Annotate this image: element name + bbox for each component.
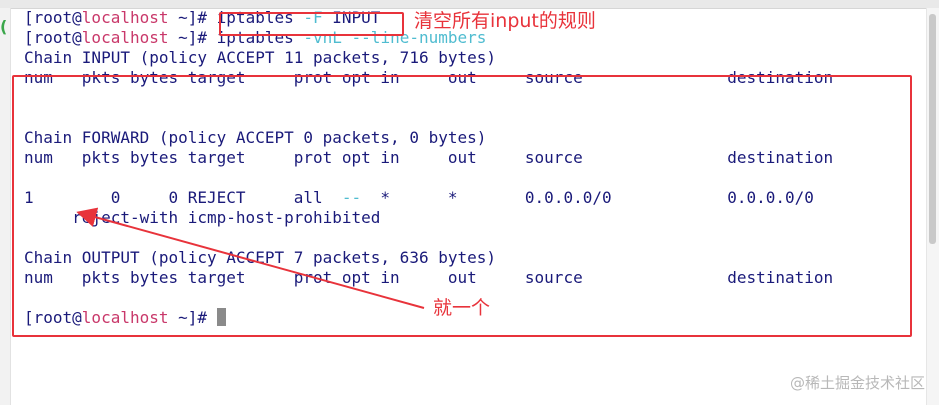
terminal-line: num pkts bytes target prot opt in out so… xyxy=(24,148,833,168)
terminal-text: ~]# xyxy=(168,308,217,327)
command-option: -vnL --line-numbers xyxy=(303,28,487,47)
terminal-text: num pkts bytes target prot opt in out so… xyxy=(24,268,834,287)
prompt-hostname: localhost xyxy=(81,308,169,327)
left-gutter: ( xyxy=(0,8,11,405)
terminal-text: 1 0 0 REJECT all xyxy=(24,188,342,207)
scrollbar-thumb[interactable] xyxy=(929,14,936,244)
prompt-hostname: localhost xyxy=(81,8,169,27)
terminal-line: reject-with icmp-host-prohibited xyxy=(24,208,833,228)
terminal-cursor xyxy=(216,308,226,326)
terminal-text: num pkts bytes target prot opt in out so… xyxy=(24,148,834,167)
annotation-only-one: 就一个 xyxy=(433,297,491,319)
terminal-line: [root@localhost ~]# xyxy=(24,308,833,328)
terminal-line: Chain OUTPUT (policy ACCEPT 7 packets, 6… xyxy=(24,248,833,268)
terminal-text: Chain INPUT (policy ACCEPT 11 packets, 7… xyxy=(24,48,497,67)
terminal-text: Chain OUTPUT (policy ACCEPT 7 packets, 6… xyxy=(24,248,497,267)
terminal-text: * * 0.0.0.0/0 0.0.0.0/0 xyxy=(361,188,814,207)
annotation-arrow-line xyxy=(76,207,425,309)
terminal-line: 1 0 0 REJECT all -- * * 0.0.0.0/0 0.0.0.… xyxy=(24,188,833,208)
terminal-text: Chain FORWARD (policy ACCEPT 0 packets, … xyxy=(24,128,487,147)
terminal-output[interactable]: [root@localhost ~]# iptables -F INPUT[ro… xyxy=(24,8,833,328)
terminal-text: num pkts bytes target prot opt in out so… xyxy=(24,68,834,87)
command-option: -- xyxy=(341,188,362,207)
terminal-scrollbar[interactable] xyxy=(926,8,939,405)
terminal-text: [root@ xyxy=(24,308,82,327)
command-highlight-box xyxy=(219,12,404,36)
annotation-clear-input-rules: 清空所有input的规则 xyxy=(414,10,596,32)
terminal-text: ~]# xyxy=(168,8,217,27)
terminal-text: [root@ xyxy=(24,28,82,47)
window-titlebar xyxy=(0,0,939,9)
watermark: @稀土掘金技术社区 xyxy=(789,374,925,392)
session-status-icon: ( xyxy=(0,17,8,36)
terminal-line: Chain FORWARD (policy ACCEPT 0 packets, … xyxy=(24,128,833,148)
terminal-line: num pkts bytes target prot opt in out so… xyxy=(24,268,833,288)
terminal-text: iptables xyxy=(216,28,304,47)
output-highlight-box xyxy=(12,75,912,337)
terminal-text: [root@ xyxy=(24,8,82,27)
prompt-hostname: localhost xyxy=(81,28,169,47)
terminal-line: Chain INPUT (policy ACCEPT 11 packets, 7… xyxy=(24,48,833,68)
terminal-text: reject-with icmp-host-prohibited xyxy=(24,208,381,227)
terminal-line: num pkts bytes target prot opt in out so… xyxy=(24,68,833,88)
terminal-text: ~]# xyxy=(168,28,217,47)
terminal-line: [root@localhost ~]# iptables -vnL --line… xyxy=(24,28,833,48)
